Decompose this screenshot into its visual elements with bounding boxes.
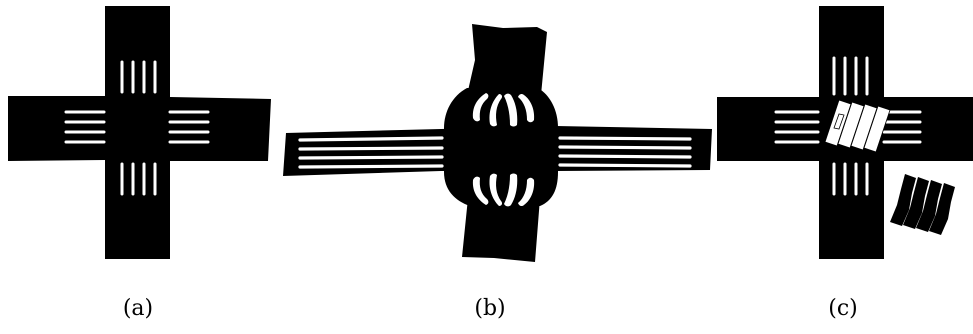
caption-c: (c) [828,296,858,321]
dogbone-cutouts [824,99,891,153]
caption-b: (b) [474,296,506,321]
curved-slots-bottom [472,173,535,207]
slit-group-top [120,60,157,94]
cruciform-body [8,6,271,259]
slit-group-left [774,110,820,144]
deformed-center [444,88,558,206]
slit-group-bottom [832,162,869,196]
panel-c-cruciform-with-samples [717,6,973,259]
slit-group-right [882,110,922,144]
long-slits-left [298,136,444,169]
caption-a: (a) [122,296,154,321]
slit-group-bottom [120,162,157,196]
panel-a-cruciform [8,6,271,259]
deformed-top-arm [467,24,547,95]
curved-slots-top [472,93,535,127]
panel-b-deformed-cruciform [283,24,712,262]
long-slits-right [558,136,692,168]
extracted-dogbone-samples [890,174,955,235]
deformed-bottom-arm [462,198,540,262]
slit-group-left [64,110,106,144]
slit-group-top [832,56,869,96]
slit-group-right [168,110,210,144]
